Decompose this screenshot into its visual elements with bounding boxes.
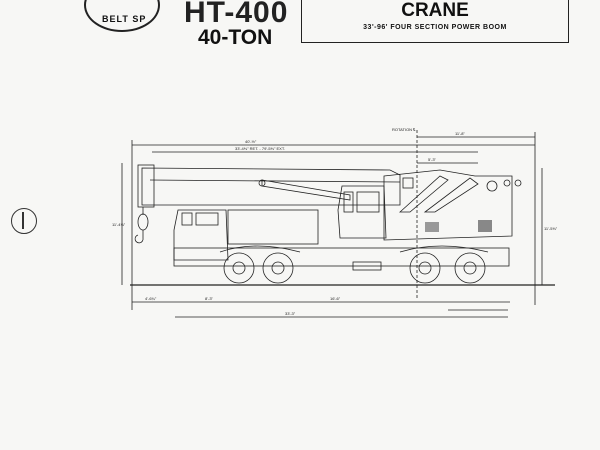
page-subtitle: 33'-96' FOUR SECTION POWER BOOM [363,24,507,31]
dim-height-left: 11'-4⅜" [112,222,126,227]
dim-rotation-to-rear: 5'-3" [428,157,437,162]
rotation-label: ROTATION ℄ [392,127,416,132]
binder-hole [11,208,37,234]
dim-front-axle: 8'-3" [205,296,214,301]
wheels [223,252,486,284]
capacity: 40-TON [198,26,273,49]
page-title: CRANE [401,0,469,21]
dim-rear-overhang: 11'-8" [455,131,465,136]
dim-overall-length: 40'-½" [245,139,257,144]
model-name: HT-400 [184,0,289,29]
dim-overall-base: 33'-3" [285,311,296,316]
dim-height-right: 11'-5⅜" [544,226,558,231]
title-box: CRANE 33'-96' FOUR SECTION POWER BOOM [301,0,569,43]
dim-front-overhang: 4'-6¾" [145,296,157,301]
dim-boom-length: 33'-4⅜" RET. - 79'-5⅜" EXT. [235,146,285,151]
dim-wheelbase: 16'-6" [330,296,341,301]
